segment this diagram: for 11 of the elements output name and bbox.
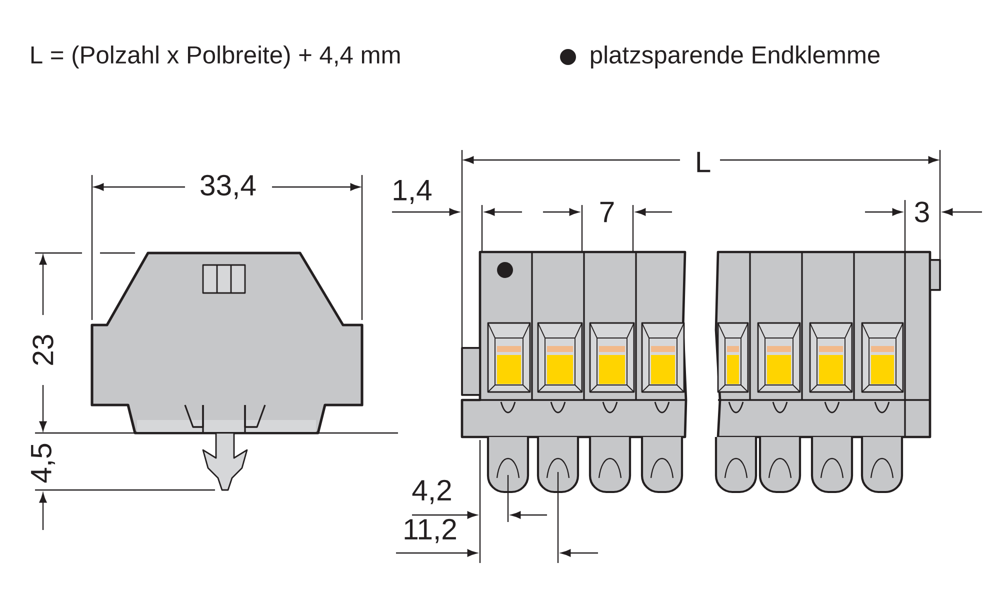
dimension-label: 33,4 (200, 174, 256, 200)
dimension-label: 7 (600, 202, 614, 222)
dimension-label: 4,5 (31, 444, 55, 483)
legend-text: platzsparende Endklemme (591, 46, 880, 68)
dimension-label: 23 (32, 335, 54, 365)
dimension-label: L (697, 152, 710, 172)
dimension-label: 4,2 (412, 480, 451, 504)
dimension-label: 1,4 (394, 180, 432, 204)
formula-note: L = (Polzahl x Polbreite) + 4,4 mm (31, 46, 400, 68)
dimension-label: 3 (914, 202, 929, 222)
dimension-label: 11,2 (404, 518, 456, 544)
